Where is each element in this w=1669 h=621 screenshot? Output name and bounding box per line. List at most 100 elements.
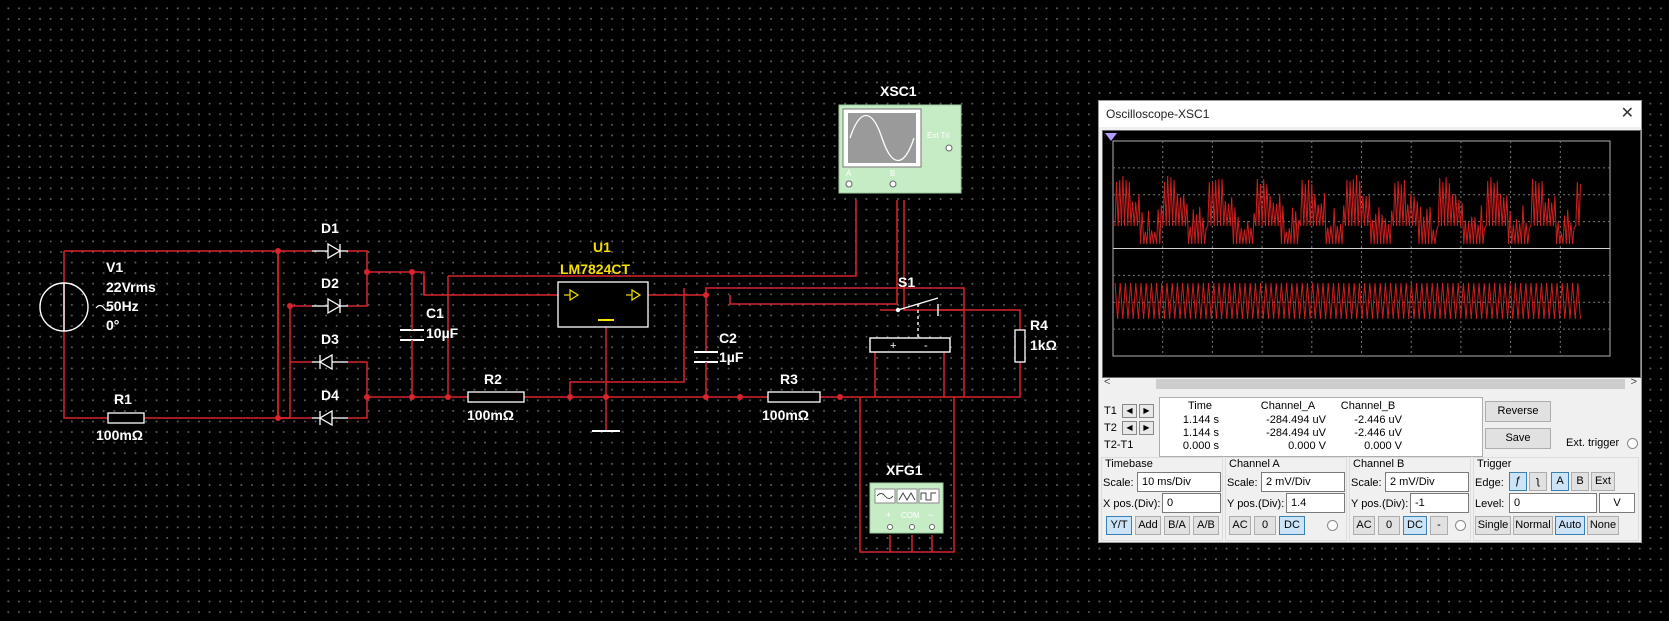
r3-resistor[interactable] <box>768 392 820 402</box>
mode-ab-button[interactable]: A/B <box>1193 516 1219 535</box>
d3-diode[interactable] <box>312 355 348 369</box>
cursor-t2-label: T2 <box>1104 422 1122 434</box>
svg-text:+: + <box>890 340 896 352</box>
mode-ba-button[interactable]: B/A <box>1164 516 1190 535</box>
mode-yt-button[interactable]: Y/T <box>1106 516 1132 535</box>
u1-name: U1 <box>593 239 611 255</box>
channel-a-ypos-label: Y pos.(Div): <box>1227 498 1284 510</box>
scrollbar-thumb[interactable] <box>1156 379 1625 389</box>
save-button[interactable]: Save <box>1485 428 1551 449</box>
r4-name: R4 <box>1030 317 1048 333</box>
c1-value: 10µF <box>426 325 459 341</box>
r4-value: 1kΩ <box>1030 337 1057 353</box>
channel-b-ypos-label: Y pos.(Div): <box>1351 498 1408 510</box>
t2-right-arrow[interactable]: ▶ <box>1139 421 1154 435</box>
xfg1-com: COM <box>901 511 920 520</box>
channel-b-zero-button[interactable]: 0 <box>1378 516 1400 535</box>
channel-a-scale-field[interactable]: 2 mV/Div <box>1261 472 1345 492</box>
c2-capacitor[interactable] <box>694 352 718 362</box>
trigger-edge-label: Edge: <box>1475 477 1504 489</box>
channel-b-ac-button[interactable]: AC <box>1353 516 1375 535</box>
channel-b-scale-field[interactable]: 2 mV/Div <box>1385 472 1469 492</box>
s1-label: S1 <box>898 274 915 290</box>
channel-a-trace <box>1115 175 1581 244</box>
channel-a-ypos-field[interactable]: 1.4 <box>1286 493 1345 513</box>
trigger-source-a-button[interactable]: A <box>1551 472 1569 491</box>
trigger-normal-button[interactable]: Normal <box>1513 516 1553 535</box>
scope-scrollbar[interactable]: < > <box>1102 378 1639 390</box>
timebase-xpos-label: X pos.(Div): <box>1103 498 1160 510</box>
readout-header-ch-b: Channel_B <box>1328 400 1408 412</box>
v1-phase: 0° <box>106 317 119 333</box>
cursor-t1-marker[interactable] <box>1105 133 1117 141</box>
scroll-right-arrow[interactable]: > <box>1631 376 1637 388</box>
trigger-source-ext-button[interactable]: Ext <box>1591 472 1615 491</box>
timebase-scale-label: Scale: <box>1103 477 1134 489</box>
reverse-button[interactable]: Reverse <box>1485 401 1551 422</box>
trigger-level-field[interactable]: 0 <box>1509 493 1597 513</box>
xfg1-instrument[interactable] <box>870 483 943 533</box>
ext-trigger-terminal[interactable] <box>1627 438 1638 449</box>
xsc1-name: XSC1 <box>880 83 917 99</box>
oscilloscope-titlebar[interactable]: Oscilloscope-XSC1 ✕ <box>1099 101 1641 127</box>
cursor-controls: T1 ◀ ▶ T2 ◀ ▶ T2-T1 <box>1104 402 1156 453</box>
trigger-none-button[interactable]: None <box>1587 516 1619 535</box>
c2-name: C2 <box>719 330 737 346</box>
channel-b-invert-button[interactable]: - <box>1430 516 1448 535</box>
d1-label: D1 <box>321 220 339 236</box>
c2-value: 1µF <box>719 349 744 365</box>
timebase-title: Timebase <box>1105 458 1153 470</box>
channel-b-dc-button[interactable]: DC <box>1403 516 1427 535</box>
trigger-single-button[interactable]: Single <box>1475 516 1511 535</box>
trigger-source-b-button[interactable]: B <box>1571 472 1589 491</box>
svg-text:-: - <box>924 340 928 352</box>
r2-name: R2 <box>484 371 502 387</box>
channel-b-ypos-field[interactable]: -1 <box>1410 493 1469 513</box>
u1-regulator[interactable] <box>558 282 648 327</box>
mode-add-button[interactable]: Add <box>1135 516 1161 535</box>
edge-falling-icon[interactable]: ʅ <box>1529 472 1547 491</box>
v1-name: V1 <box>106 259 123 275</box>
r1-value: 100mΩ <box>96 427 143 443</box>
scope-screen[interactable] <box>1102 130 1641 378</box>
channel-b-scale-label: Scale: <box>1351 477 1382 489</box>
xsc1-ch-b-label: B <box>890 169 895 178</box>
trigger-auto-button[interactable]: Auto <box>1555 516 1585 535</box>
r1-resistor[interactable] <box>108 413 144 423</box>
channel-b-color-radio[interactable] <box>1455 520 1466 531</box>
scroll-left-arrow[interactable]: < <box>1104 376 1110 388</box>
close-icon[interactable]: ✕ <box>1621 103 1634 123</box>
xsc1-ch-a-label: A <box>846 169 852 178</box>
trigger-level-unit[interactable]: V <box>1599 493 1635 513</box>
c1-name: C1 <box>426 305 444 321</box>
edge-rising-icon[interactable]: ƒ <box>1509 472 1527 491</box>
channel-a-dc-button[interactable]: DC <box>1279 516 1305 535</box>
channel-a-zero-button[interactable]: 0 <box>1254 516 1276 535</box>
timebase-scale-field[interactable]: 10 ms/Div <box>1137 472 1221 492</box>
s1-switch[interactable]: + - <box>870 298 950 352</box>
r2-resistor[interactable] <box>468 392 524 402</box>
readout-t1-ch-b: -2.446 uV <box>1320 414 1402 426</box>
t2-left-arrow[interactable]: ◀ <box>1122 421 1137 435</box>
d4-diode[interactable] <box>312 411 348 425</box>
timebase-xpos-field[interactable]: 0 <box>1162 493 1221 513</box>
d1-diode[interactable] <box>312 244 348 258</box>
ext-trigger-label: Ext. trigger <box>1566 437 1619 449</box>
v1-source[interactable] <box>40 283 112 331</box>
oscilloscope-title: Oscilloscope-XSC1 <box>1106 107 1209 121</box>
oscilloscope-window[interactable]: Oscilloscope-XSC1 ✕ < > T1 ◀ ▶ T2 ◀ ▶ T2… <box>1098 100 1642 543</box>
cursor-t2t1-label: T2-T1 <box>1104 439 1133 451</box>
d4-label: D4 <box>321 387 339 403</box>
junctions <box>275 248 843 421</box>
r3-name: R3 <box>780 371 798 387</box>
d2-diode[interactable] <box>312 299 348 313</box>
channel-a-color-radio[interactable] <box>1327 520 1338 531</box>
t1-left-arrow[interactable]: ◀ <box>1122 404 1137 418</box>
u1-part: LM7824CT <box>560 261 630 277</box>
c1-capacitor[interactable] <box>400 330 424 340</box>
cursor-readout: Time Channel_A Channel_B 1.144 s -284.49… <box>1159 397 1483 457</box>
xsc1-instrument[interactable] <box>839 105 961 193</box>
r4-resistor[interactable] <box>1015 330 1025 362</box>
channel-a-ac-button[interactable]: AC <box>1229 516 1251 535</box>
t1-right-arrow[interactable]: ▶ <box>1139 404 1154 418</box>
